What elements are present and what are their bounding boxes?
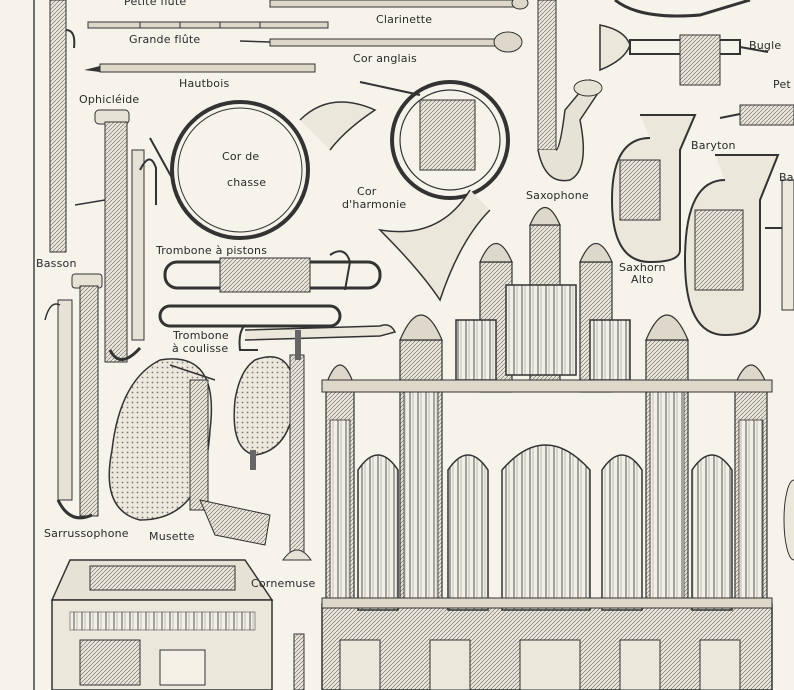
label-cor: Cor	[357, 185, 377, 198]
label-alto: Alto	[631, 273, 654, 286]
trombone-a-pistons-drawing	[163, 250, 382, 293]
clarinette-drawing	[269, 0, 529, 10]
basson-drawing	[49, 0, 76, 253]
saxophone-drawing	[537, 0, 603, 182]
label-bugle: Bugle	[749, 39, 782, 52]
label-hautbois: Hautbois	[179, 77, 230, 90]
saxhorn-alto-drawing	[610, 114, 697, 264]
label-grande-flute: Grande flûte	[129, 33, 201, 46]
ophicleide-drawing	[74, 109, 157, 363]
label-baryton: Baryton	[691, 139, 736, 152]
label-trombone: Trombone	[173, 329, 229, 342]
label-clarinette: Clarinette	[376, 13, 433, 26]
cor-anglais-drawing	[239, 31, 523, 53]
label-pet: Pet	[773, 78, 791, 91]
label-petite-flute: Petite flûte	[124, 0, 187, 8]
sarrussophone-drawing	[44, 273, 103, 520]
cor-de-chasse-drawing	[149, 100, 377, 240]
pipe-organ-drawing	[321, 206, 773, 690]
label-cor-anglais: Cor anglais	[353, 52, 417, 65]
label-cornemuse: Cornemuse	[251, 577, 316, 590]
harmonium-drawing	[50, 559, 274, 690]
trombone-a-coulisse-drawing	[158, 304, 397, 351]
cor-dharmonie-drawing	[359, 80, 510, 302]
label-sarrussophone: Sarrussophone	[44, 527, 129, 540]
label-basson: Basson	[36, 257, 77, 270]
label-musette: Musette	[149, 530, 195, 543]
grande-flute-drawing	[87, 21, 329, 29]
label-saxophone: Saxophone	[526, 189, 589, 202]
cornemuse-drawing	[233, 330, 312, 561]
bugle-drawing	[599, 0, 769, 86]
label-chasse: chasse	[227, 176, 267, 189]
label-dharmonie: d'harmonie	[342, 198, 407, 211]
petit-bugle-drawing	[719, 104, 794, 126]
label-a-coulisse: à coulisse	[172, 342, 229, 355]
label-ophicleide: Ophicléide	[79, 93, 140, 106]
label-saxhorn: Saxhorn	[619, 261, 666, 274]
baryton-drawing	[683, 154, 790, 337]
label-ba: Ba	[779, 171, 794, 184]
hautbois-drawing	[84, 63, 316, 73]
label-trombone-pistons: Trombone à pistons	[156, 244, 268, 257]
musette-drawing	[108, 358, 271, 546]
label-cor-de: Cor de	[222, 150, 260, 163]
